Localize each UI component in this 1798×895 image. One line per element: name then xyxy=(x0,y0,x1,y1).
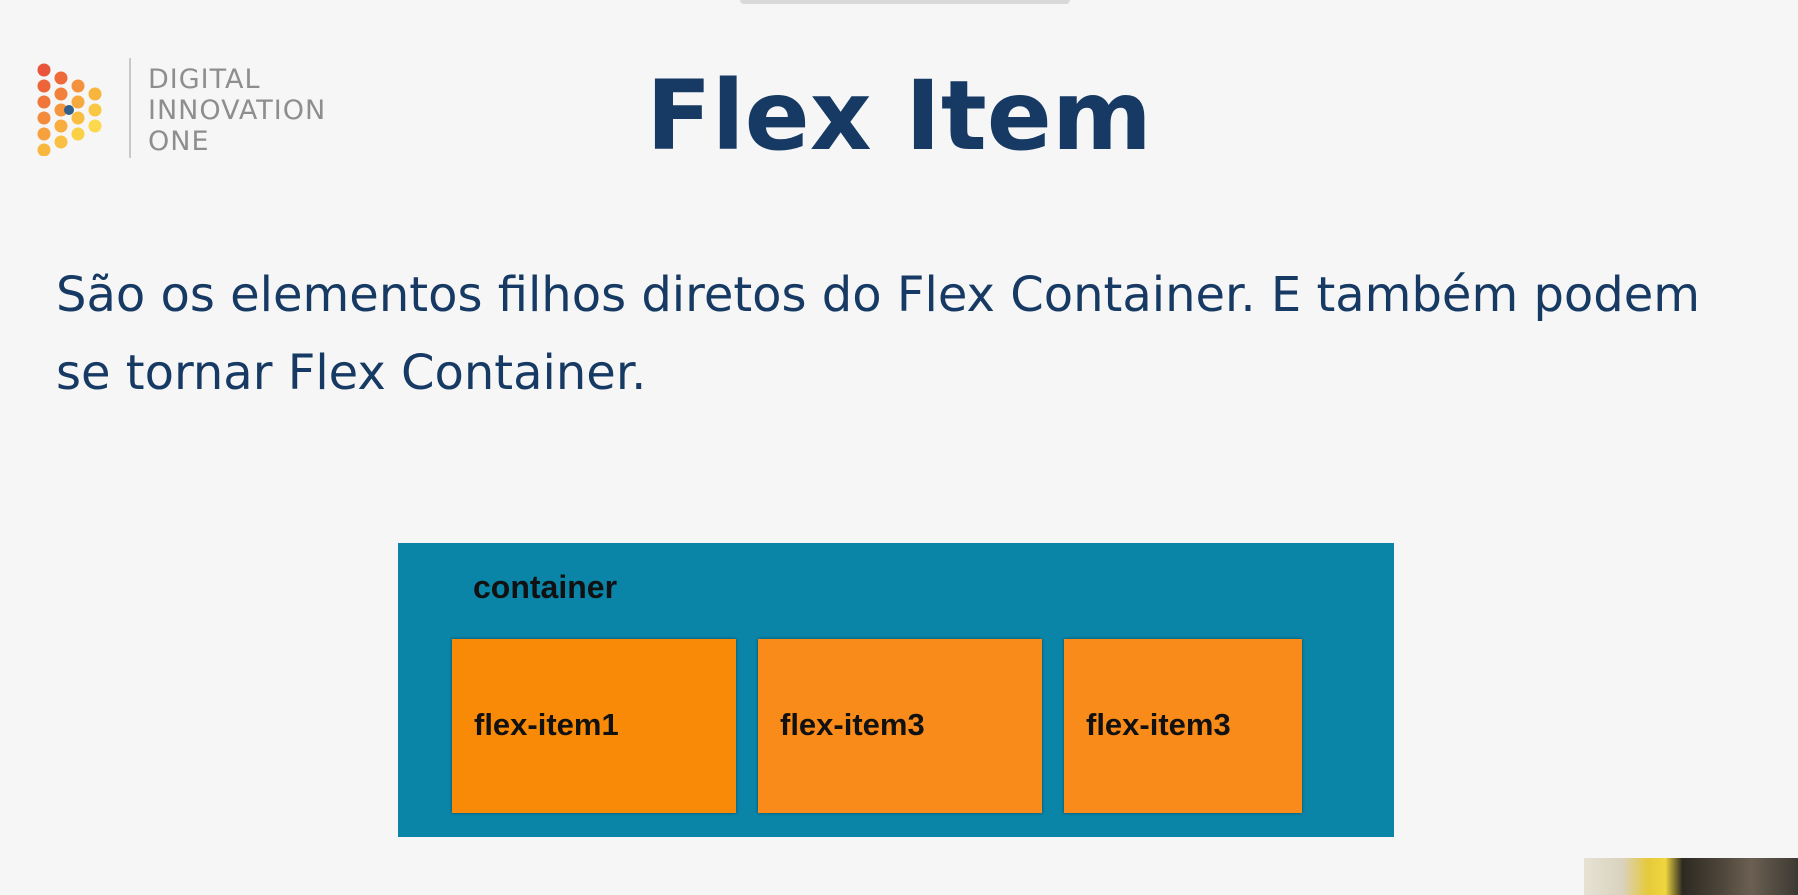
logo-dot xyxy=(37,95,51,109)
digital-innovation-one-logo: DIGITAL INNOVATION ONE xyxy=(36,58,366,162)
logo-dot xyxy=(54,87,68,101)
logo-dot xyxy=(71,95,85,109)
play-dots-logo-icon xyxy=(37,63,102,156)
container-label: container xyxy=(473,569,618,605)
logo-dot xyxy=(71,111,85,125)
logo-dot xyxy=(71,127,85,141)
flex-item-label-1: flex-item1 xyxy=(474,707,619,742)
webcam-thumbnail xyxy=(1584,858,1798,895)
flex-item-label-3: flex-item3 xyxy=(1086,707,1231,742)
logo-line-1: DIGITAL xyxy=(148,64,261,95)
logo-divider xyxy=(129,58,131,158)
top-edge-shade xyxy=(740,0,1070,4)
slide-body-text: São os elementos filhos diretos do Flex … xyxy=(56,267,1701,401)
logo-wordmark: DIGITAL INNOVATION ONE xyxy=(148,64,326,157)
flex-container-diagram: container flex-item1 flex-item3 flex-ite… xyxy=(398,543,1394,837)
logo-dot xyxy=(37,127,51,141)
flex-item-label-2: flex-item3 xyxy=(780,707,925,742)
logo-dot xyxy=(88,119,102,133)
logo-center-dot xyxy=(64,105,74,115)
logo-dot xyxy=(88,103,102,117)
logo-dot xyxy=(54,119,68,133)
logo-dot xyxy=(37,79,51,93)
slide-title: Flex Item xyxy=(646,60,1152,172)
logo-dot xyxy=(54,103,68,117)
logo-line-3: ONE xyxy=(148,126,210,157)
logo-dot xyxy=(54,135,68,149)
logo-dot xyxy=(37,63,51,77)
logo-dot xyxy=(37,143,51,156)
logo-dot xyxy=(54,71,68,85)
logo-line-2: INNOVATION xyxy=(148,95,327,126)
logo-dot xyxy=(88,87,102,101)
logo-dot xyxy=(71,79,85,93)
flex-item-box-2: flex-item3 xyxy=(758,639,1042,813)
flex-item-box-3: flex-item3 xyxy=(1064,639,1302,813)
logo-dot xyxy=(37,111,51,125)
flex-item-box-1: flex-item1 xyxy=(452,639,736,813)
